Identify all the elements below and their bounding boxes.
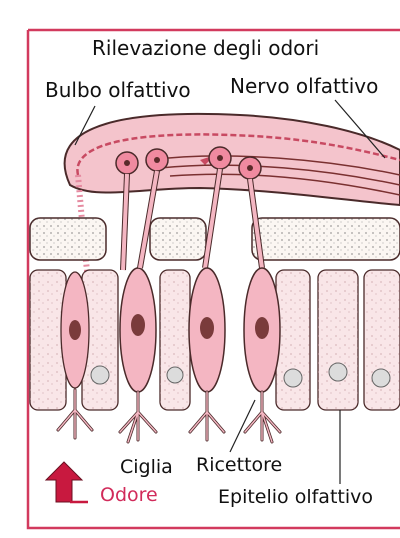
label-cilia: Ciglia <box>120 458 173 477</box>
label-odor: Odore <box>100 486 158 505</box>
olfactory-bulb <box>65 114 400 205</box>
cribriform-plate <box>30 218 400 260</box>
label-receptor: Ricettore <box>196 456 282 475</box>
odor-arrow <box>46 462 88 502</box>
label-olfactory-epithelium: Epitelio olfattivo <box>218 488 373 507</box>
diagram-title: Rilevazione degli odori <box>92 38 319 58</box>
label-olfactory-nerve: Nervo olfattivo <box>230 76 378 96</box>
label-olfactory-bulb: Bulbo olfattivo <box>45 80 191 100</box>
